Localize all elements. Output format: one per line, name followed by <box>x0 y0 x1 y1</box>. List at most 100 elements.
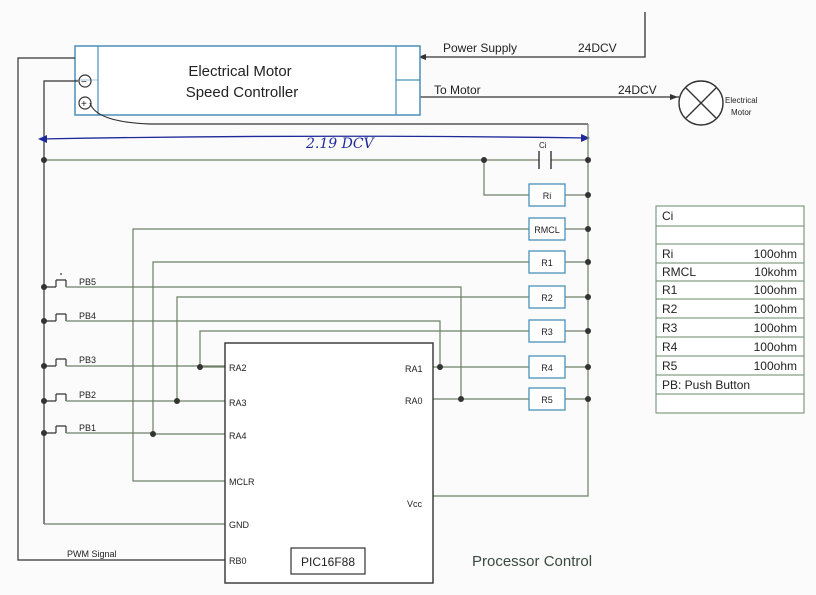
r3-wiring <box>199 330 588 368</box>
pb1-switch-icon <box>44 425 67 434</box>
vcc-rail-wire <box>433 124 589 497</box>
ri-wiring <box>483 160 588 196</box>
rmcl-wiring <box>132 228 588 482</box>
pb2-label: PB2 <box>79 390 96 400</box>
minus-terminal-symbol: − <box>81 77 87 88</box>
legend-row-name: RMCL <box>662 265 696 279</box>
plus-terminal-icon <box>78 96 92 110</box>
pwm-signal-label: PWM Signal <box>67 549 117 559</box>
capacitor-icon <box>538 151 552 169</box>
legend-row-name: R4 <box>662 340 678 354</box>
rmcl-label: RMCL <box>534 225 560 235</box>
r5-resistor <box>528 387 566 411</box>
pushbutton-wiring <box>44 286 462 525</box>
pushbutton-symbols <box>44 273 67 434</box>
pb2-switch-icon <box>44 393 67 402</box>
legend-row-name: R1 <box>662 283 678 297</box>
resistor-boxes <box>528 183 566 411</box>
r2-label: R2 <box>541 293 553 303</box>
legend-row-name: Ri <box>662 247 673 261</box>
component-legend <box>655 205 805 414</box>
legend-row-value: 100ohm <box>754 321 797 335</box>
ri-label: Ri <box>543 191 552 201</box>
rmcl-resistor <box>528 217 566 241</box>
to-motor-voltage: 24DCV <box>618 83 657 97</box>
power-supply-voltage: 24DCV <box>578 41 617 55</box>
measure-left-arrow-icon <box>38 135 47 143</box>
controller-title-line2: Speed Controller <box>186 84 299 101</box>
speed-controller <box>74 45 421 116</box>
legend-row-value: 100ohm <box>754 359 797 373</box>
legend-row-value: 100ohm <box>754 340 797 354</box>
pin-ra0: RA0 <box>405 396 423 406</box>
minus-terminal-icon <box>78 74 92 88</box>
legend-row-value: 10kohm <box>754 265 797 279</box>
vcc-rail <box>433 124 589 497</box>
pb5-wire <box>100 286 462 399</box>
controller-title-line1: Electrical Motor <box>188 63 291 80</box>
pb4-switch-icon <box>44 313 67 322</box>
r3-resistor <box>528 319 566 343</box>
pb4-label: PB4 <box>79 311 96 321</box>
measurement-label: 2.19 DCV <box>305 136 376 152</box>
capacitor-branch <box>44 151 588 169</box>
pb3-switch-icon <box>44 358 67 367</box>
pb4-wire <box>100 320 441 367</box>
r3-label: R3 <box>541 327 553 337</box>
legend-row-value: 100ohm <box>754 283 797 297</box>
processor-chip <box>224 342 434 584</box>
pwm-wire <box>17 57 225 561</box>
r2-wiring <box>176 296 588 402</box>
pin-ra3: RA3 <box>229 398 247 408</box>
r2-resistor <box>528 285 566 309</box>
legend-row-name: R3 <box>662 321 678 335</box>
measure-right-arrow-icon <box>581 134 590 142</box>
legend-row-value: 100ohm <box>754 302 797 316</box>
legend-row-value: 100ohm <box>754 247 797 261</box>
controller-terminal-wires <box>17 57 588 561</box>
junction-dots <box>41 157 591 437</box>
pb5-switch-icon <box>44 273 67 288</box>
motor-label-line2: Motor <box>731 108 752 117</box>
pb5-label: PB5 <box>79 277 96 287</box>
pin-ra1: RA1 <box>405 364 423 374</box>
pin-vcc: Vcc <box>407 499 423 509</box>
to-motor-label: To Motor <box>434 83 481 97</box>
power-arrow-icon <box>418 54 426 60</box>
power-arrows <box>418 54 678 100</box>
legend-row-name: R5 <box>662 359 678 373</box>
legend-header: Ci <box>662 209 673 223</box>
pin-gnd: GND <box>229 520 250 530</box>
ground-rail-wire <box>43 80 78 524</box>
chip-name-box <box>290 547 366 575</box>
pin-rb0: RB0 <box>229 556 247 566</box>
motor-arrow-icon <box>670 94 678 100</box>
capacitor-label: Ci <box>539 141 547 150</box>
voltage-measurement <box>38 134 590 143</box>
pin-mclr: MCLR <box>229 477 255 487</box>
power-supply-label: Power Supply <box>443 41 517 55</box>
chip-name: PIC16F88 <box>301 555 355 569</box>
ri-resistor <box>528 183 566 207</box>
r1-wiring <box>152 261 588 435</box>
section-title: Processor Control <box>472 553 592 570</box>
pin-ra2: RA2 <box>229 363 247 373</box>
r1-label: R1 <box>541 258 553 268</box>
pb3-label: PB3 <box>79 355 96 365</box>
pushbutton-lead-wires <box>66 286 100 434</box>
motor-label-line1: Electrical <box>725 96 758 105</box>
positive-wire <box>89 102 588 125</box>
r5-label: R5 <box>541 395 553 405</box>
legend-footer: PB: Push Button <box>662 378 750 392</box>
pb1-label: PB1 <box>79 423 96 433</box>
power-wiring <box>420 12 679 98</box>
pin-ra4: RA4 <box>229 431 247 441</box>
r1-resistor <box>528 250 566 274</box>
legend-row-name: R2 <box>662 302 678 316</box>
r4-label: R4 <box>541 363 553 373</box>
plus-terminal-symbol: + <box>81 99 87 110</box>
power-supply-wire <box>420 12 646 58</box>
motor-icon <box>678 80 724 126</box>
